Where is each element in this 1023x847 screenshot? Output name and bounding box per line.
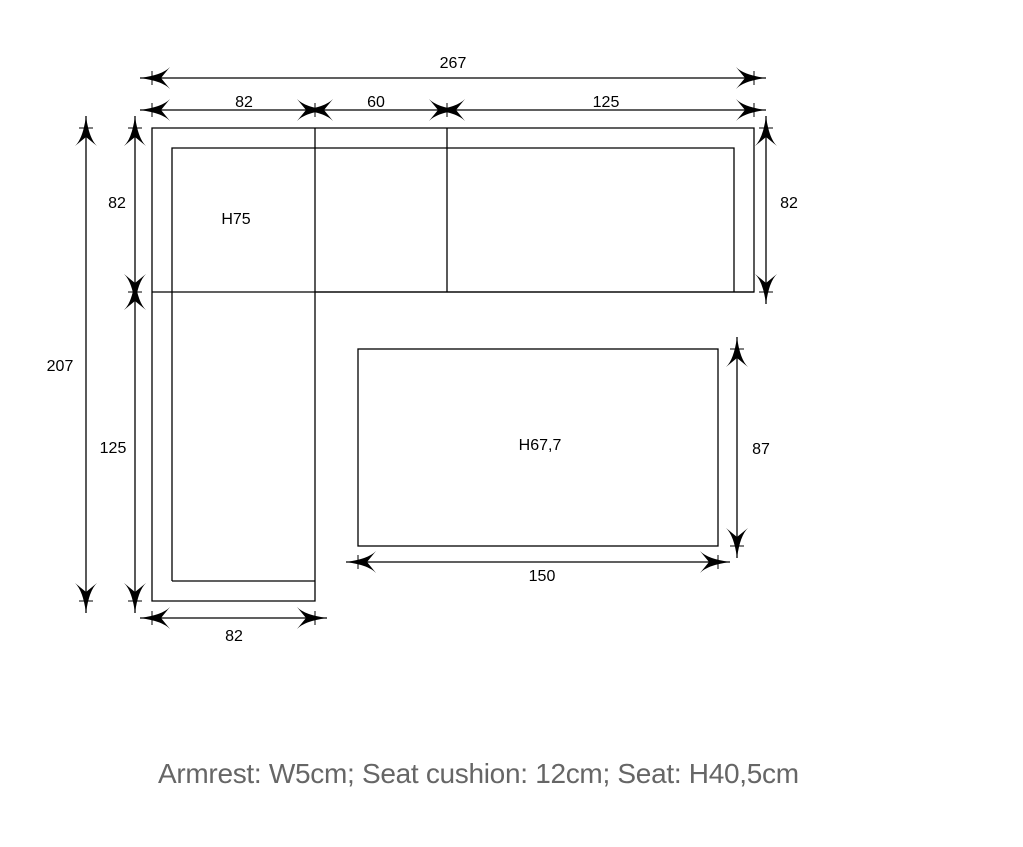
arrowhead-icon xyxy=(736,67,766,89)
coffee-table xyxy=(357,348,719,547)
arrowhead-icon xyxy=(75,583,97,613)
dimension-lines xyxy=(75,67,777,629)
arrowhead-icon xyxy=(303,99,333,121)
arrowhead-icon xyxy=(124,583,146,613)
arrowhead-icon xyxy=(755,274,777,304)
arrowhead-icon xyxy=(124,116,146,146)
dim-top-right-width: 125 xyxy=(593,94,620,111)
dim-total-depth: 207 xyxy=(47,358,74,375)
dim-top-middle-width: 60 xyxy=(367,94,385,111)
dim-total-width: 267 xyxy=(440,55,467,72)
arrowhead-icon xyxy=(700,551,730,573)
arrowhead-icon xyxy=(297,607,327,629)
arrowhead-icon xyxy=(755,116,777,146)
arrowhead-icon xyxy=(346,551,376,573)
arrowhead-icon xyxy=(140,607,170,629)
arrowhead-icon xyxy=(124,280,146,310)
specs-caption: Armrest: W5cm; Seat cushion: 12cm; Seat:… xyxy=(158,758,799,789)
arrowhead-icon xyxy=(726,337,748,367)
sofa-height-label: H75 xyxy=(221,211,250,228)
arrowhead-icon xyxy=(435,99,465,121)
dim-left-upper-depth: 82 xyxy=(108,195,126,212)
dim-left-lower-depth: 125 xyxy=(100,440,127,457)
arrowhead-icon xyxy=(140,99,170,121)
sofa-outline xyxy=(151,127,755,602)
arrowhead-icon xyxy=(140,67,170,89)
dim-table-depth: 87 xyxy=(752,441,770,458)
arrowhead-icon xyxy=(736,99,766,121)
dim-bottom-width: 82 xyxy=(225,628,243,645)
arrowhead-icon xyxy=(726,528,748,558)
table-height-label: H67,7 xyxy=(519,437,562,454)
dim-top-left-width: 82 xyxy=(235,94,253,111)
dim-table-width: 150 xyxy=(529,568,556,585)
arrowhead-icon xyxy=(75,116,97,146)
dim-right-depth: 82 xyxy=(780,195,798,212)
